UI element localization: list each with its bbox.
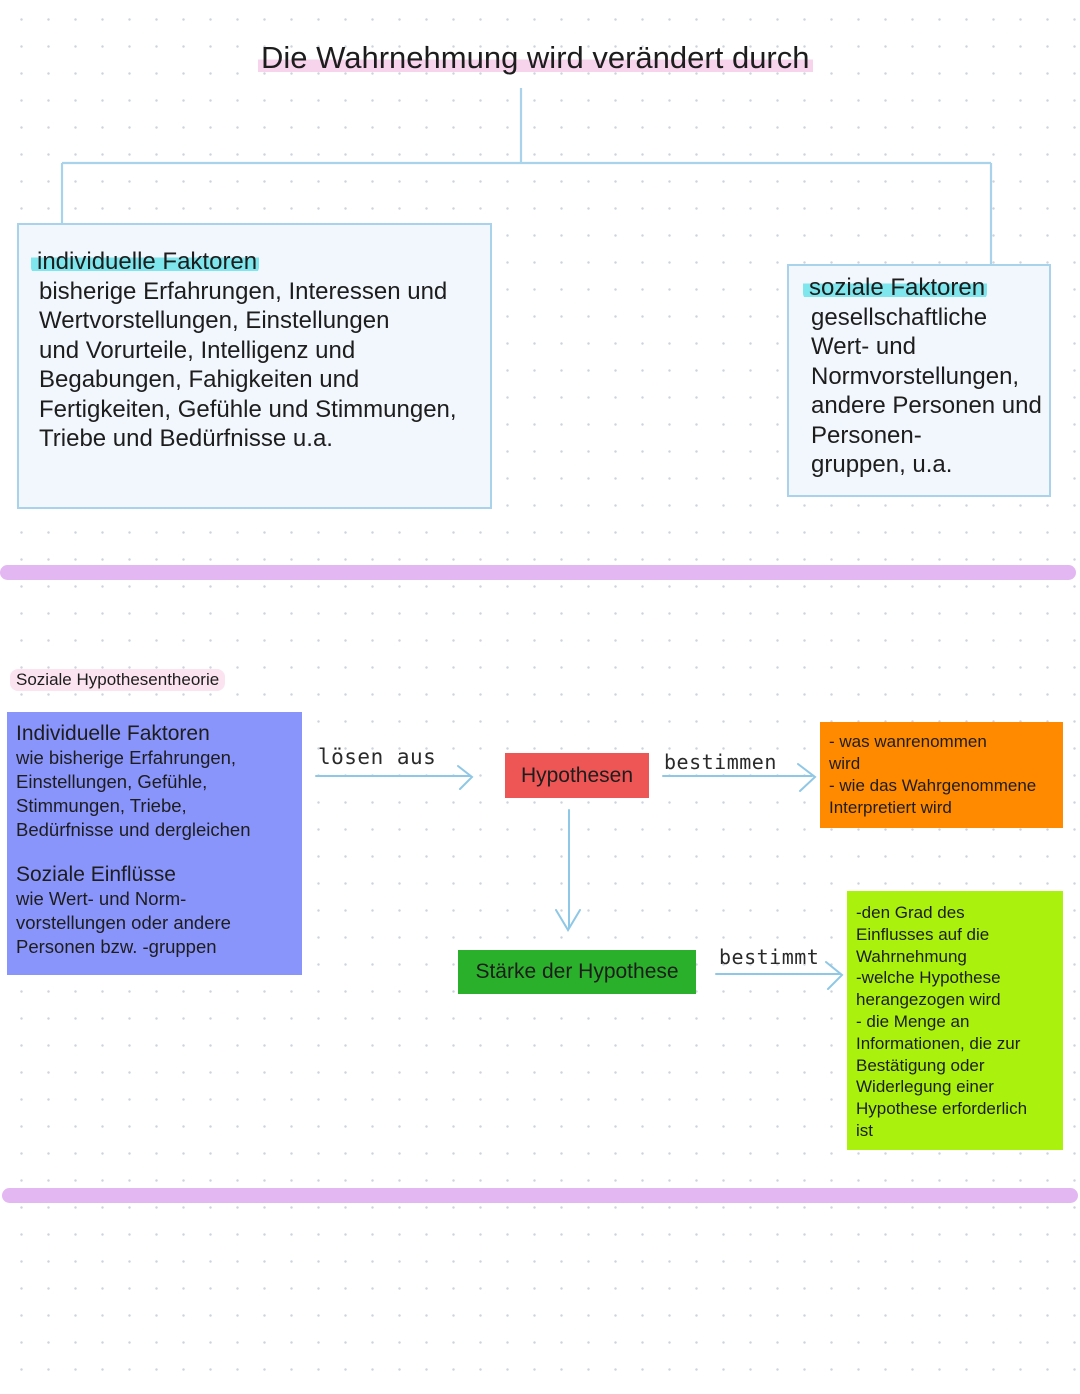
individual-line: Bedürfnisse und dergleichen [16, 819, 251, 840]
individual-factors-line: Triebe und Bedürfnisse u.a. [39, 425, 333, 452]
individual-factors-heading: individuelle Faktoren [31, 247, 470, 277]
determine-arrow [662, 763, 817, 792]
social-factors-line: gesellschaftliche [811, 303, 988, 331]
section-divider-bottom [2, 1188, 1078, 1203]
section-divider [0, 565, 1076, 580]
page-title-text: Die Wahrnehmung wird verändert durch [258, 40, 813, 75]
effects-line: Wahrnehmung [856, 946, 967, 966]
social-line: Personen bzw. -gruppen [16, 936, 217, 957]
individual-factors-line: bisherige Erfahrungen, Interessen und [39, 277, 448, 305]
effects-line: Informationen, die zur [856, 1033, 1021, 1053]
sources-card: Individuelle Faktoren wie bisherige Erfa… [7, 712, 302, 975]
perception-line: - was wanrenommen [829, 732, 987, 751]
determines-arrow [715, 961, 844, 990]
social-factors-line: andere Personen und [811, 392, 1042, 419]
effects-line: Widerlegung einer [856, 1077, 994, 1097]
effects-line: Hypothese erforderlich [856, 1099, 1028, 1119]
effects-line: ist [856, 1120, 873, 1140]
individual-line: Einstellungen, Gefühle, [16, 771, 208, 792]
social-factors-heading: soziale Faktoren [803, 273, 1049, 303]
individual-factors-box: individuelle Faktoren bisherige Erfahrun… [17, 223, 492, 509]
perception-line: - wie das Wahrgenommene [829, 776, 1037, 795]
individual-factors-line: Wertvorstellungen, Einstellungen [39, 307, 390, 334]
theory-title: Soziale Hypothesentheorie [10, 669, 226, 691]
individual-line: wie bisherige Erfahrungen, [16, 747, 237, 768]
effects-line: -den Grad des [856, 903, 965, 922]
individual-line: Stimmungen, Triebe, [16, 795, 187, 816]
social-line: wie Wert- und Norm- [16, 888, 187, 909]
individual-factors-line: Begabungen, Fahigkeiten und [39, 366, 360, 393]
down-arrow [555, 809, 581, 932]
spacer [16, 842, 293, 862]
perception-line: Interpretiert wird [829, 798, 952, 817]
effects-line: -welche Hypothese [856, 968, 1001, 988]
determines-label: bestimmt [719, 945, 820, 969]
effects-line: Einflusses auf die [856, 924, 990, 944]
social-factors-line: Normvorstellungen, [811, 362, 1020, 390]
individual-factors-line: Fertigkeiten, Gefühle und Stimmungen, [39, 395, 457, 423]
perception-line: wird [829, 754, 861, 773]
trigger-label: lösen aus [318, 745, 437, 769]
individual-factors-line: und Vorurteile, Intelligenz und [39, 336, 356, 364]
social-factors-line: Wert- und [811, 333, 916, 360]
effects-line: Bestätigung oder [856, 1055, 985, 1075]
effects-line: - die Menge an [856, 1011, 970, 1031]
social-line: vorstellungen oder andere [16, 912, 231, 933]
perception-card: - was wanrenommen wird - wie das Wahrgen… [820, 722, 1063, 828]
individual-heading: Individuelle Faktoren [16, 722, 210, 745]
strength-effects-card: -den Grad des Einflusses auf die Wahrneh… [847, 891, 1063, 1150]
trigger-arrow [315, 765, 474, 790]
social-factors-line: gruppen, u.a. [811, 451, 953, 478]
social-factors-line: Personen- [811, 421, 922, 449]
determine-label: bestimmen [664, 750, 777, 774]
social-factors-box: soziale Faktoren gesellschaftliche Wert-… [787, 264, 1051, 497]
page-title: Die Wahrnehmung wird verändert durch [258, 40, 813, 76]
hypotheses-card: Hypothesen [505, 753, 649, 798]
social-heading: Soziale Einflüsse [16, 863, 176, 886]
effects-line: herangezogen wird [856, 990, 1001, 1010]
strength-card: Stärke der Hypothese [458, 950, 696, 994]
